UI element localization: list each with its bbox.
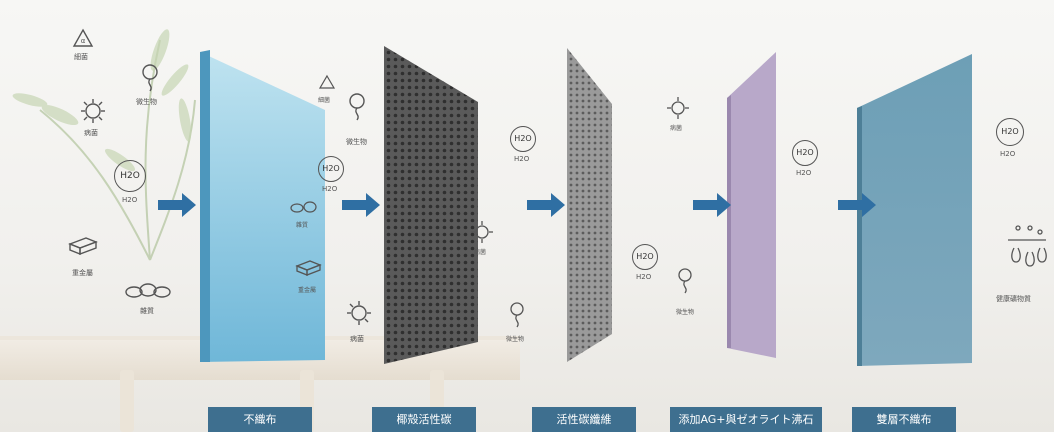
bacteria-icon bbox=[318, 74, 336, 89]
water-label: H2O bbox=[122, 196, 138, 204]
heavy-metal-label: 重金屬 bbox=[72, 269, 93, 277]
water-label: H2O bbox=[636, 273, 652, 281]
layer-label-5: 雙層不織布 bbox=[852, 407, 956, 432]
impurity-label: 雜質 bbox=[140, 307, 154, 315]
water-label: H2O bbox=[1000, 150, 1016, 158]
microbe-icon bbox=[349, 93, 365, 121]
water-label: H2O bbox=[514, 155, 530, 163]
water-icon: H2O bbox=[632, 244, 658, 270]
microbe-label: 微生物 bbox=[506, 336, 525, 343]
microbe-icon bbox=[142, 64, 158, 92]
flow-arrow-icon bbox=[693, 193, 731, 217]
germ-label: 病菌 bbox=[84, 129, 98, 137]
germ-icon bbox=[347, 301, 371, 325]
germ-icon bbox=[471, 221, 493, 243]
layer-label-3: 活性碳纖維 bbox=[532, 407, 636, 432]
bacteria-label: 細菌 bbox=[318, 97, 331, 104]
germ-icon bbox=[81, 99, 105, 123]
heavy-metal-icon bbox=[295, 260, 322, 276]
microbe-icon bbox=[510, 302, 524, 328]
flow-arrow-icon bbox=[342, 193, 380, 217]
microbe-label: 微生物 bbox=[676, 309, 695, 316]
water-icon: H2O bbox=[318, 156, 344, 182]
shelf-leg bbox=[120, 370, 134, 432]
water-icon: H2O bbox=[996, 118, 1024, 146]
flow-arrow-icon bbox=[527, 193, 565, 217]
filter-layer-3 bbox=[567, 48, 612, 362]
water-label: H2O bbox=[796, 169, 812, 177]
water-icon: H2O bbox=[792, 140, 818, 166]
germ-label: 病菌 bbox=[670, 125, 683, 132]
bacteria-label: 細菌 bbox=[74, 53, 88, 61]
svg-text:α: α bbox=[81, 37, 86, 45]
layer-label-1: 不織布 bbox=[208, 407, 312, 432]
heavy-metal-label: 重金屬 bbox=[298, 287, 317, 294]
water-icon: H2O bbox=[114, 160, 146, 192]
filter-layer-1 bbox=[200, 50, 325, 362]
layer-label-2: 椰殻活性碳 bbox=[372, 407, 476, 432]
layer-label-4: 添加AG+與ゼオライト沸石 bbox=[670, 407, 822, 432]
impurity-icon bbox=[290, 201, 317, 213]
flow-arrow-icon bbox=[838, 193, 876, 217]
germ-label: 病菌 bbox=[350, 335, 364, 343]
germ-icon bbox=[667, 97, 689, 119]
water-icon: H2O bbox=[510, 126, 536, 152]
bacteria-icon: α bbox=[72, 28, 94, 47]
healthy-mineral-label: 健康礦物質 bbox=[996, 295, 1031, 303]
impurity-icon bbox=[125, 283, 171, 298]
heavy-metal-icon bbox=[68, 237, 98, 256]
filter-layer-2 bbox=[384, 46, 478, 364]
healthy-mineral-icon bbox=[1008, 225, 1047, 267]
filter-layer-5 bbox=[857, 54, 972, 366]
microbe-label: 微生物 bbox=[346, 138, 367, 146]
flow-arrow-icon bbox=[158, 193, 196, 217]
water-label: H2O bbox=[322, 185, 338, 193]
microbe-label: 微生物 bbox=[136, 98, 157, 106]
germ-label: 病菌 bbox=[474, 249, 487, 256]
microbe-icon bbox=[678, 268, 692, 294]
plant-decoration bbox=[12, 29, 196, 261]
filter-layer-4 bbox=[727, 52, 776, 358]
impurity-label: 雜質 bbox=[296, 222, 309, 229]
